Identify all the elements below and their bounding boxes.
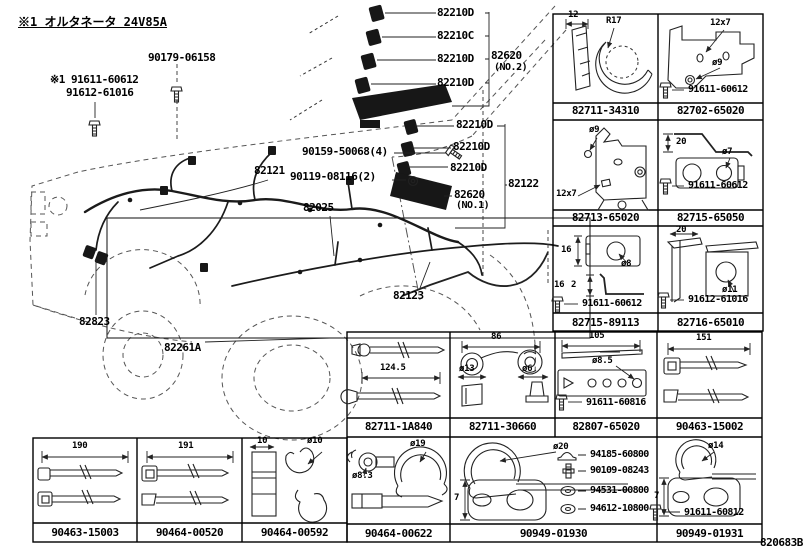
group-label-82620-no1: 82620 [454, 188, 485, 201]
right-panel-art [551, 19, 759, 313]
part-label-pipe: 82123 [393, 289, 424, 302]
connector-label: 82210D [456, 118, 493, 131]
dim-label: 10 [257, 436, 268, 446]
part-cell-label: 82715-89113 [571, 316, 640, 329]
dim-label: ø8 [621, 259, 632, 269]
part-cell-label: 82711-34310 [571, 104, 640, 117]
bolt-part-label: 91611-60816 [586, 397, 646, 408]
fastener-part-label: 94612-10800 [590, 503, 649, 514]
dim-label: 86 [491, 332, 502, 342]
dim-label: 12x7 [710, 18, 731, 28]
part-cell-label: 82807-65020 [572, 420, 640, 433]
part-label-alt-bolt2: 91612-61016 [66, 86, 134, 99]
part-label-screw: 90159-50068(4) [302, 145, 388, 158]
group-sublabel-no2: (NO.2) [494, 62, 528, 73]
part-label-alt-bolt1: ※1 91611-60612 [50, 73, 139, 86]
group-label-82620-no2: 82620 [491, 49, 522, 62]
bolt-part-label: 91611-60812 [684, 507, 744, 518]
connector-label: 82210D [437, 52, 474, 65]
dim-label: 191 [178, 441, 194, 451]
part-label-harness-assy: 82122 [508, 177, 539, 190]
dim-label: 190 [72, 441, 88, 451]
dim-label: 12 [568, 10, 579, 20]
connector-label: 82210C [437, 29, 474, 42]
fastener-part-label: 90109-08243 [590, 465, 649, 476]
dim-label: ø13 [459, 364, 475, 374]
dim-label: ø9 [589, 125, 600, 135]
truck-outline [29, 5, 567, 441]
leader-lines [88, 12, 549, 343]
dim-label: ø11 [722, 285, 738, 295]
part-label-panel: 82261A [164, 341, 201, 354]
bolt-part-label: 91611-60612 [582, 298, 642, 309]
dim-label: 20 [676, 137, 687, 147]
dim-label: 2 [571, 280, 577, 290]
part-label-bolt-top: 90179-06158 [148, 51, 216, 64]
dim-label: ø20 [553, 442, 569, 452]
part-cell-label: 90464-00520 [155, 526, 224, 539]
connector-label: 82210D [437, 76, 474, 89]
part-cell-label: 90949-01930 [519, 527, 588, 540]
floor-panel-outline [106, 217, 591, 339]
doc-code: 820683B [760, 536, 803, 549]
part-cell-label: 90463-15003 [51, 526, 119, 539]
dim-label: 105 [589, 331, 605, 341]
part-cell-label: 82711-30660 [468, 420, 537, 433]
dim-label: 151 [696, 333, 712, 343]
dim-label: ø10 [307, 436, 323, 446]
part-label-harness2: 82121 [254, 164, 285, 177]
bottom-right-art [346, 439, 756, 521]
connector-label: 82210D [453, 140, 490, 153]
dim-label: R17 [606, 16, 622, 26]
dim-label: 12x7 [556, 189, 577, 199]
bolt-part-label: 91612-61016 [688, 294, 748, 305]
part-label-fender-conn: 82823 [79, 315, 110, 328]
fastener-part-label: 94185-60800 [590, 449, 649, 460]
bolt-part-label: 91611-60612 [688, 180, 748, 191]
mid-grid-art [340, 340, 751, 411]
dim-label: 7 [454, 493, 460, 503]
dim-label: ø19 [410, 439, 426, 449]
alternator-note: ※1 オルタネータ 24V85A [18, 15, 168, 29]
part-cell-label: 82713-65020 [571, 211, 640, 224]
grid-borders [32, 13, 764, 543]
dim-label: 124.5 [380, 363, 406, 373]
dim-label: 7 [654, 491, 660, 501]
dim-label: ø8.5 [592, 356, 613, 366]
part-cell-label: 90949-01931 [675, 527, 744, 540]
dim-label: ø14 [708, 441, 724, 451]
part-cell-label: 82715-65050 [676, 211, 745, 224]
part-cell-label: 82711-1A840 [364, 420, 433, 433]
dim-label: ø9 [712, 58, 723, 68]
bottom-left-art [37, 444, 328, 523]
dim-label: 16 [561, 245, 572, 255]
dim-label: ø6 [522, 364, 533, 374]
part-cell-label: 90464-00592 [260, 526, 329, 539]
connector-label: 82210D [437, 6, 474, 19]
dim-label: 20 [676, 225, 687, 235]
dim-label: ø8.3 [352, 471, 373, 481]
part-cell-label: 90464-00622 [364, 527, 433, 540]
bolt-part-label: 91611-60612 [688, 84, 748, 95]
part-label-wire: 82025 [303, 201, 334, 214]
part-cell-label: 82702-65020 [676, 104, 745, 117]
connector-label: 82210D [450, 161, 487, 174]
group-sublabel-no1: (NO.1) [456, 200, 490, 211]
fastener-part-label: 94531-00800 [590, 485, 649, 496]
part-cell-label: 82716-65010 [676, 316, 745, 329]
dim-label: ø7 [722, 147, 733, 157]
part-label-bolt2: 90119-08116(2) [290, 170, 376, 183]
dim-label: 16 [554, 280, 565, 290]
part-cell-label: 90463-15002 [675, 420, 744, 433]
wiring-harness [82, 4, 559, 297]
